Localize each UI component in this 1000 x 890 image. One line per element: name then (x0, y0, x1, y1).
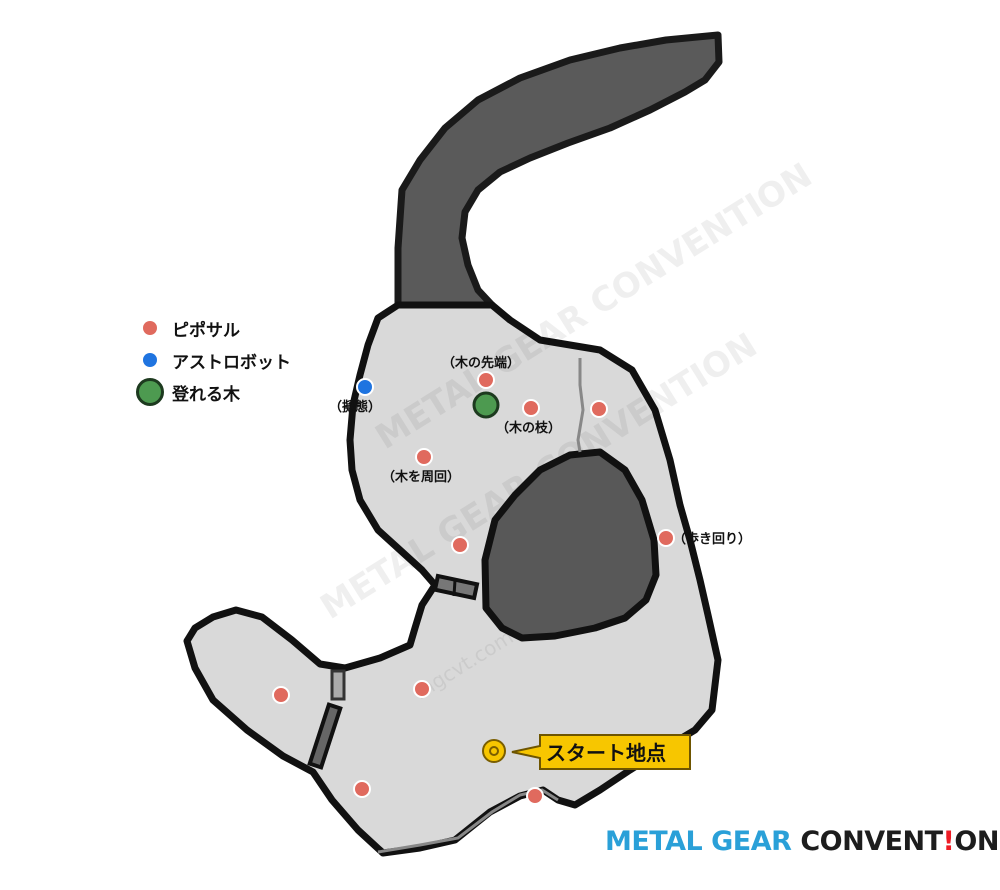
legend-label: ピポサル (172, 320, 240, 341)
pipo-monkey-marker (590, 400, 608, 418)
pipo-monkey-marker (451, 536, 469, 554)
pipo-monkey-marker (353, 780, 371, 798)
start-callout (511, 734, 691, 770)
legend-label: アストロボット (172, 352, 291, 373)
pipo-monkey-marker (477, 371, 495, 389)
pipo-monkey-marker (522, 399, 540, 417)
start-point: スタート地点 (482, 734, 691, 770)
north-corridor (394, 31, 723, 309)
central-rock (481, 448, 660, 642)
legend-item-astro-bot: アストロボット (134, 344, 291, 376)
bridge-north (432, 573, 480, 601)
label-treetop: （木の先端） (442, 355, 520, 371)
legend-label: 登れる木 (172, 384, 240, 405)
label-walking: （歩き回り） (673, 531, 751, 547)
label-mimicry: （擬態） (329, 399, 381, 415)
ridge-line (377, 788, 559, 854)
label-around-tree: （木を周回） (382, 469, 460, 485)
brand-part-metal-gear: METAL GEAR (605, 826, 801, 857)
pipo-monkey-marker (415, 448, 433, 466)
legend-item-pipo-monkey: ピポサル (134, 312, 291, 344)
start-marker-inner (489, 746, 499, 756)
pipo-monkey-marker (526, 787, 544, 805)
brand-part-exclaim: ! (942, 826, 955, 857)
bridge-west (307, 702, 343, 770)
astro-bot-marker (356, 378, 374, 396)
green-circle-icon (136, 378, 164, 406)
start-label: スタート地点 (546, 741, 666, 765)
brand-part-convent: CONVENT (800, 826, 943, 857)
brand-logo: METAL GEAR CONVENT!ON (605, 826, 999, 857)
ridge-line (576, 358, 585, 453)
pipo-monkey-marker (657, 529, 675, 547)
bridge-post (330, 669, 346, 701)
pipo-monkey-marker (272, 686, 290, 704)
climbable-tree-marker (472, 391, 500, 419)
pipo-monkey-marker (413, 680, 431, 698)
blue-dot-icon (143, 353, 157, 367)
legend: ピポサル アストロボット 登れる木 (134, 312, 291, 408)
pipo-monkey-markers (272, 371, 675, 805)
brand-part-on: ON (954, 826, 999, 857)
legend-item-climbable-tree: 登れる木 (134, 376, 291, 408)
label-branch: （木の枝） (496, 420, 561, 436)
red-dot-icon (143, 321, 157, 335)
